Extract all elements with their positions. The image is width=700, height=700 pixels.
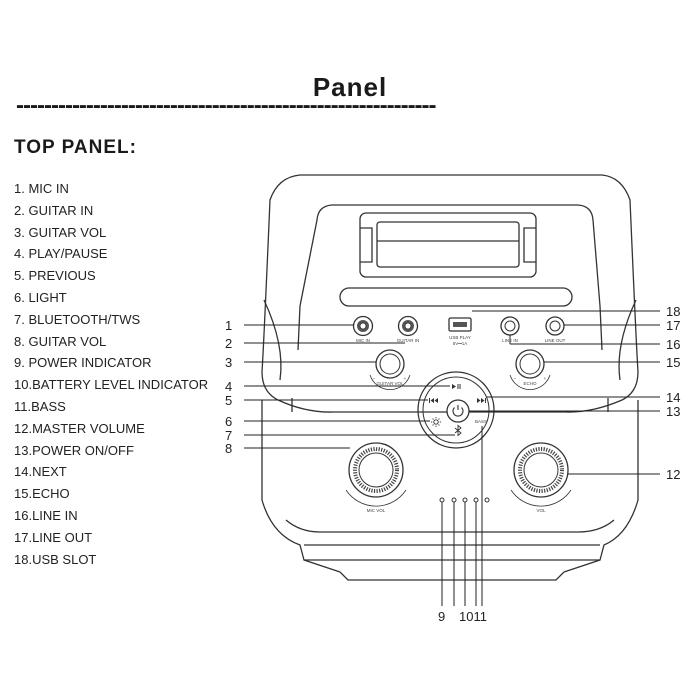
echo-knob[interactable] [509,349,551,390]
callout-2: 2 [225,336,232,351]
legend-item: 12.MASTER VOLUME [14,420,145,436]
page-title: Panel [312,72,388,102]
legend-item: 8. GUITAR VOL [14,333,107,349]
legend-item: 15.ECHO [14,486,70,502]
handle [359,212,537,278]
mic-in-jack[interactable] [352,315,374,337]
previous-icon [429,398,438,403]
line-in-jack[interactable] [500,316,520,336]
legend-item: 5. PREVIOUS [14,268,96,284]
power-indicator-led [439,497,445,503]
mic-vol-knob[interactable] [345,442,407,507]
guitar-in-jack[interactable] [397,315,419,337]
light-icon [431,417,441,427]
usb-play-label: USB PLAY [449,335,471,340]
light-button[interactable] [431,417,441,427]
legend-item: 1. MIC IN [14,181,69,196]
callout-12: 12 [666,467,680,482]
play-pause-icon [452,384,461,389]
bass-button[interactable]: BASS [475,419,487,424]
guitar-in-label: GUITAR IN [397,338,419,343]
legend-item: 4. PLAY/PAUSE [14,246,108,262]
battery-led [473,497,479,503]
callout-7: 7 [225,428,232,443]
master-volume-knob[interactable] [510,442,572,507]
callout-10-11: 1011 [459,609,487,624]
play-pause-button[interactable] [452,384,461,389]
guitar-vol-plus: + [404,376,407,381]
speaker-lower-body [261,400,639,581]
callout-13: 13 [666,404,680,419]
section-title: TOP PANEL: [14,137,137,158]
callout-17: 17 [666,318,680,333]
callout-5: 5 [225,393,232,408]
battery-led [451,497,457,503]
callout-14: 14 [666,390,680,405]
callout-8: 8 [225,441,232,456]
bluetooth-icon [454,424,462,437]
legend-item: 9. POWER INDICATOR [14,355,152,371]
guitar-vol-knob[interactable] [369,349,411,390]
callout-1: 1 [225,318,232,333]
legend-list: 1. MIC IN 2. GUITAR IN 3. GUITAR VOL 4. … [14,178,208,570]
light-bar [339,287,573,307]
callout-6: 6 [225,414,232,429]
next-icon [477,398,486,403]
legend-item: 2. GUITAR IN [14,202,94,218]
callout-lines [244,310,660,606]
callout-15: 15 [666,355,680,370]
legend-item: 10.BATTERY LEVEL INDICATOR [14,377,209,393]
line-out-label: LINE OUT [545,338,566,343]
callout-16: 16 [666,337,680,352]
usb-rating-label: 5V⎓1A [453,341,468,346]
next-button[interactable] [477,398,486,403]
mic-vol-label: MIC VOL [367,508,386,513]
guitar-vol-minus: − [373,376,376,381]
callout-3: 3 [225,355,232,370]
control-pad [417,371,495,449]
battery-led [484,497,490,503]
title-divider: ----------------------------------------… [16,96,437,116]
legend-item: 17.LINE OUT [14,529,93,545]
power-icon [452,405,464,417]
echo-label: ECHO [523,381,537,386]
guitar-vol-label: GUITAR VOL [377,381,404,386]
echo-plus: + [544,376,547,381]
legend-item: 16.LINE IN [14,507,78,523]
legend-item: 3. GUITAR VOL [14,224,107,240]
usb-slot[interactable] [448,317,472,332]
legend-item: 14.NEXT [14,464,67,480]
legend-item: 18.USB SLOT [14,551,97,567]
line-out-jack[interactable] [545,316,565,336]
callout-4: 4 [225,379,232,394]
legend-item: 6. LIGHT [14,289,67,305]
speaker-body [261,174,639,413]
legend-item: 11.BASS [14,398,66,414]
mic-in-label: MIC IN [356,338,370,343]
bass-label: BASS [475,419,487,424]
legend-item: 13.POWER ON/OFF [14,442,134,458]
legend-item: 7. BLUETOOTH/TWS [14,311,141,327]
vol-label: VOL [536,508,546,513]
previous-button[interactable] [429,398,438,403]
battery-led [462,497,468,503]
bluetooth-button[interactable] [454,424,462,437]
callout-18: 18 [666,304,680,319]
echo-minus: − [514,376,517,381]
callout-9: 9 [438,609,445,624]
power-button[interactable] [446,399,470,423]
